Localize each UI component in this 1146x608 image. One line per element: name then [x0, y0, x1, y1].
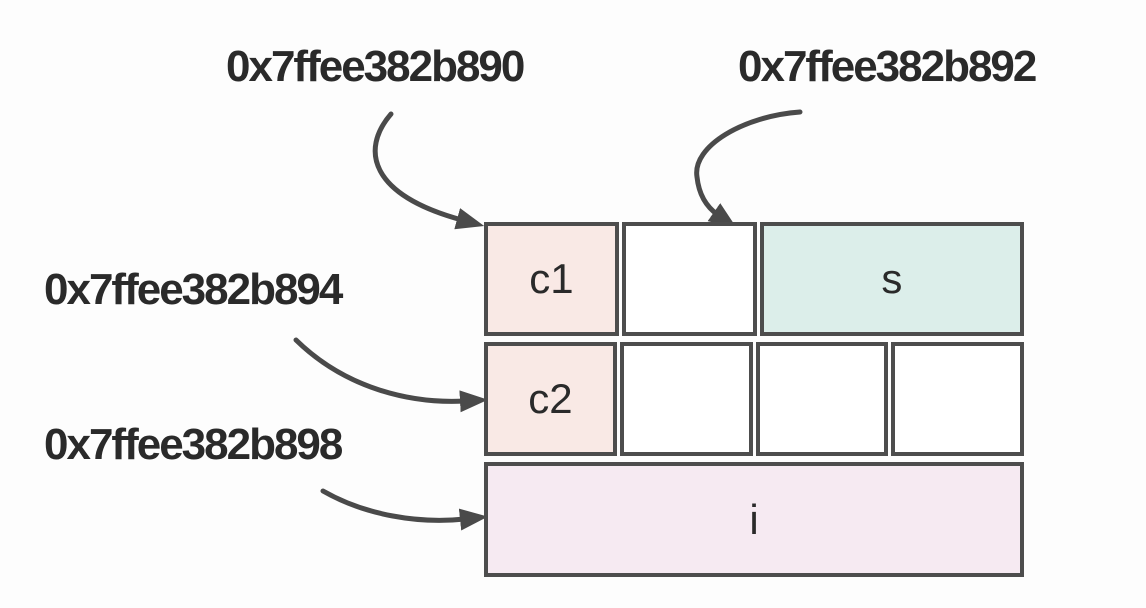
arrow-to-c1-icon	[372, 111, 485, 230]
address-label-0x7ffee382b898: 0x7ffee382b898	[44, 420, 343, 469]
memory-cell-c1: c1	[484, 222, 619, 336]
arrow-to-c2-icon	[293, 337, 488, 413]
memory-cell-i: i	[484, 462, 1024, 577]
memory-row-2: c2	[484, 342, 1024, 456]
memory-cell-padding	[619, 342, 753, 456]
memory-cell-padding	[621, 222, 757, 336]
memory-cell-c2: c2	[484, 342, 617, 456]
memory-cell-padding	[891, 342, 1024, 456]
memory-row-1: c1 s	[484, 222, 1024, 336]
memory-cell-s: s	[759, 222, 1024, 336]
address-label-0x7ffee382b890: 0x7ffee382b890	[226, 42, 525, 91]
arrow-to-s-icon	[694, 109, 803, 229]
memory-grid: c1 s c2 i	[484, 222, 1024, 577]
memory-cell-padding	[755, 342, 889, 456]
address-label-0x7ffee382b894: 0x7ffee382b894	[44, 265, 343, 314]
address-label-0x7ffee382b892: 0x7ffee382b892	[738, 42, 1037, 91]
memory-row-3: i	[484, 462, 1024, 577]
arrow-to-i-icon	[320, 488, 488, 531]
